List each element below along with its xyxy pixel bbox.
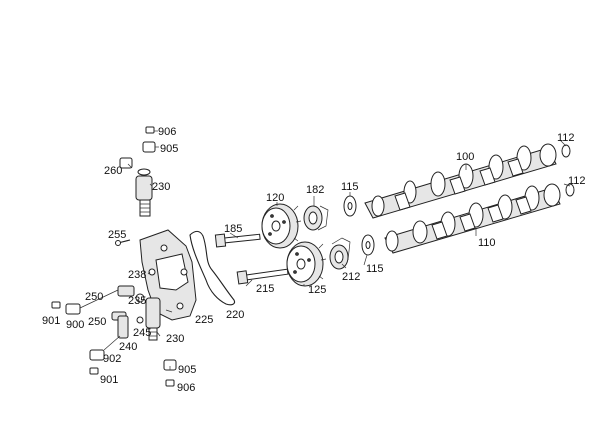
bolt-215[interactable] (236, 268, 289, 285)
camshaft-adjuster-120[interactable] (261, 203, 302, 249)
solenoid-valve-230-top[interactable] (135, 168, 153, 217)
label-182[interactable]: 182 (306, 184, 324, 196)
label-906-bottom[interactable]: 906 (177, 382, 195, 394)
label-250-bottom[interactable]: 250 (88, 316, 106, 328)
trigger-wheel-212[interactable] (329, 237, 351, 270)
label-901-bottom[interactable]: 901 (100, 374, 118, 386)
label-225[interactable]: 225 (195, 314, 213, 326)
label-212[interactable]: 212 (342, 271, 360, 283)
gasket-220[interactable] (189, 230, 236, 306)
plug-112-mid[interactable] (565, 183, 575, 197)
connector-906-bottom[interactable] (165, 379, 175, 387)
connector-905-top[interactable] (142, 141, 156, 153)
label-185[interactable]: 185 (224, 223, 242, 235)
camshaft-110[interactable] (384, 183, 561, 254)
plug-112-top[interactable] (561, 144, 571, 158)
screw-255[interactable] (115, 239, 131, 246)
label-100[interactable]: 100 (456, 151, 474, 163)
sensor-250-top[interactable] (117, 285, 145, 303)
label-906-top[interactable]: 906 (158, 126, 176, 138)
connector-906-top[interactable] (145, 126, 155, 134)
label-902[interactable]: 902 (103, 353, 121, 365)
washer-115-bottom[interactable] (361, 234, 375, 256)
label-260[interactable]: 260 (104, 165, 122, 177)
trigger-wheel-182[interactable] (303, 205, 329, 231)
camshaft-100[interactable] (364, 143, 557, 219)
solenoid-valve-230-bottom[interactable] (145, 297, 161, 341)
connector-260[interactable] (119, 157, 133, 169)
connector-900[interactable] (65, 289, 119, 315)
connector-901-left[interactable] (51, 301, 61, 309)
leader-lines (127, 130, 571, 387)
label-120[interactable]: 120 (266, 192, 284, 204)
label-115-bottom[interactable]: 115 (366, 263, 384, 275)
label-112-top[interactable]: 112 (557, 132, 575, 144)
camshaft-adjuster-125[interactable] (286, 241, 327, 287)
sensor-240[interactable] (117, 315, 129, 339)
bolt-185[interactable] (214, 233, 261, 248)
label-900[interactable]: 900 (66, 319, 84, 331)
label-125[interactable]: 125 (308, 284, 326, 296)
label-905-top[interactable]: 905 (160, 143, 178, 155)
label-901-left[interactable]: 901 (42, 315, 60, 327)
label-220[interactable]: 220 (226, 309, 244, 321)
label-215[interactable]: 215 (256, 283, 274, 295)
label-905-bottom[interactable]: 905 (178, 364, 196, 376)
connector-902[interactable] (89, 335, 121, 361)
label-230-bottom[interactable]: 230 (166, 333, 184, 345)
label-240[interactable]: 240 (119, 341, 137, 353)
label-115-top[interactable]: 115 (341, 181, 359, 193)
label-238[interactable]: 238 (128, 269, 146, 281)
label-110[interactable]: 110 (478, 237, 496, 249)
label-230-top[interactable]: 230 (152, 181, 170, 193)
label-112-mid[interactable]: 112 (568, 175, 586, 187)
label-255[interactable]: 255 (108, 229, 126, 241)
washer-115-top[interactable] (343, 195, 357, 217)
label-235[interactable]: 235 (128, 295, 146, 307)
label-245[interactable]: 245 (133, 327, 151, 339)
label-250-top[interactable]: 250 (85, 291, 103, 303)
connector-901-bottom[interactable] (89, 367, 99, 375)
